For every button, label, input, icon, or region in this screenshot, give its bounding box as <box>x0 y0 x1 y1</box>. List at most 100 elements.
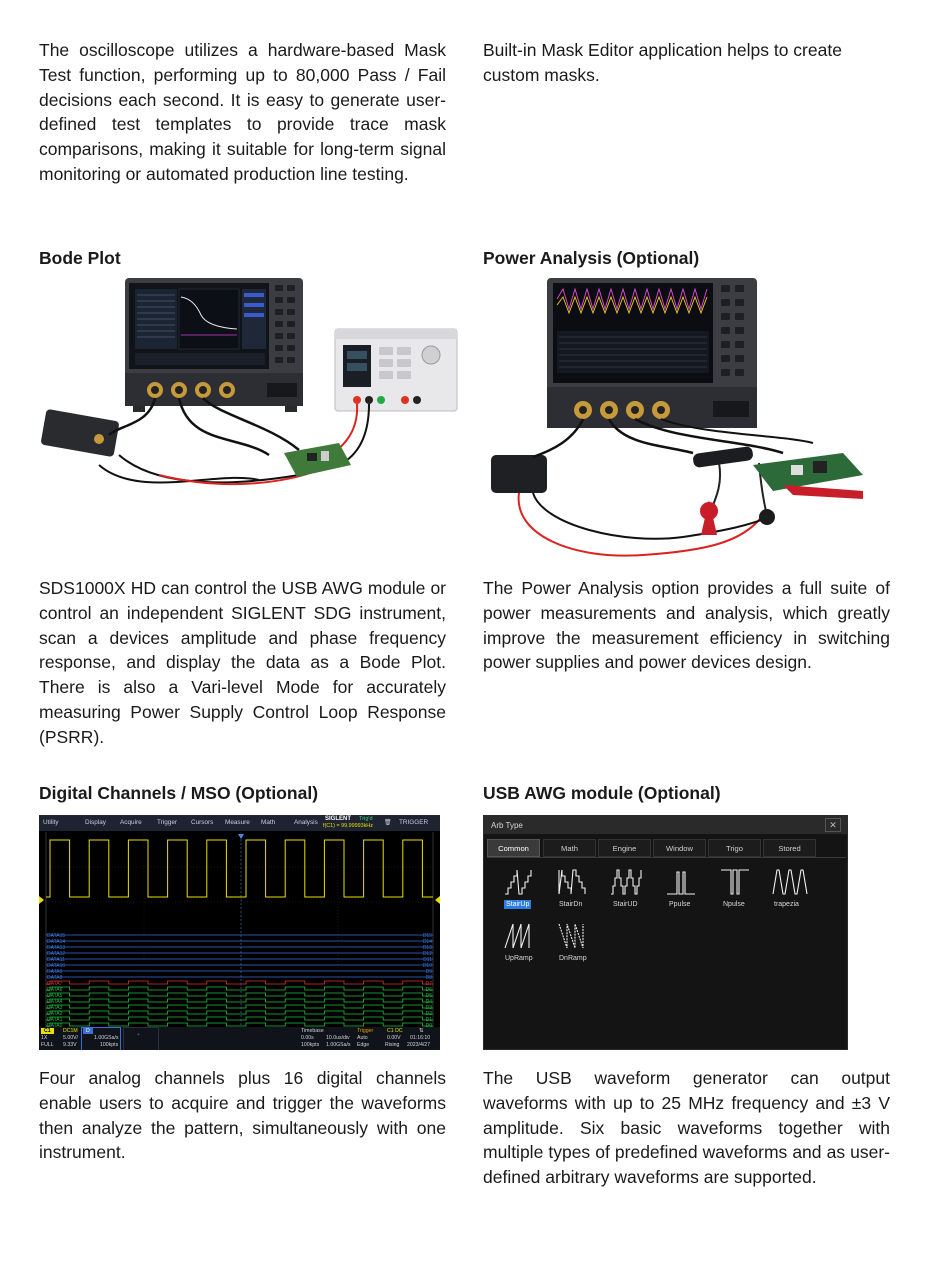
mso-section: Four analog channels plus 16 digital cha… <box>39 1066 446 1165</box>
tab-math[interactable]: Math <box>543 839 596 857</box>
bode-section: SDS1000X HD can control the USB AWG modu… <box>39 576 446 750</box>
c1-badge[interactable]: C1 <box>41 1028 54 1034</box>
bode-heading: Bode Plot <box>39 248 121 268</box>
digital-label-data11: DATA11 <box>47 957 65 963</box>
mso-toolbar: Utility Display Acquire Trigger Cursors … <box>39 815 440 831</box>
digital-label-data12: DATA12 <box>47 951 65 957</box>
digital-label-data2: DATA2 <box>47 1011 63 1017</box>
power-text: The Power Analysis option provides a ful… <box>483 578 890 673</box>
upramp-label: UpRamp <box>505 955 533 962</box>
digital-label-right-data8: D8 <box>426 975 433 981</box>
awg-text: The USB waveform generator can output wa… <box>483 1068 890 1188</box>
mso-text: Four analog channels plus 16 digital cha… <box>39 1068 446 1163</box>
power-section: The Power Analysis option provides a ful… <box>483 576 890 675</box>
dnramp-label: DnRamp <box>559 955 587 962</box>
toolbar-acquire[interactable]: Acquire <box>120 819 142 826</box>
toolbar-display[interactable]: Display <box>85 819 106 826</box>
digital-label-right-data13: D13 <box>423 945 432 951</box>
digital-trace-data5 <box>46 992 433 997</box>
digital-box[interactable]: D 1.00GSa/s 100kpts <box>81 1027 121 1050</box>
stairud-label: StairUD <box>613 901 638 908</box>
digital-label-data1: DATA1 <box>47 1017 63 1023</box>
digital-label-right-data6: D6 <box>426 987 433 993</box>
digital-label-data5: DATA5 <box>47 993 63 999</box>
npulse-label: Npulse <box>723 901 745 908</box>
trigger-slope: Rising <box>385 1042 400 1048</box>
digital-label-right-data5: D5 <box>426 993 433 999</box>
close-icon[interactable]: ✕ <box>825 818 841 832</box>
digital-label-right-data2: D2 <box>426 1011 433 1017</box>
toolbar-utility[interactable]: Utility <box>43 819 59 826</box>
awg-wave-grid: StairUp StairDn StairUD Ppulse Npulse tr… <box>487 857 846 1048</box>
power-heading: Power Analysis (Optional) <box>483 248 700 268</box>
toolbar-trigger[interactable]: Trigger <box>157 819 178 826</box>
digital-label-right-data11: D11 <box>423 957 432 963</box>
brand-label: SIGLENT <box>325 816 352 822</box>
digital-label-right-data0: D0 <box>426 1023 433 1027</box>
stairup-icon <box>505 869 532 895</box>
stairud-icon <box>611 869 642 895</box>
bode-heading-wrap: Bode Plot <box>39 247 446 269</box>
trigger-label[interactable]: TRIGGER <box>399 819 429 826</box>
trash-icon[interactable]: 🗑 <box>384 820 392 826</box>
digital-trace-data7 <box>46 980 433 985</box>
digital-label-right-data9: D9 <box>426 969 433 975</box>
digital-label-data6: DATA6 <box>47 987 63 993</box>
digital-label-data15: DATA15 <box>47 933 65 939</box>
tab-common[interactable]: Common <box>487 839 540 857</box>
toolbar-analysis[interactable]: Analysis <box>294 819 318 826</box>
wave-stairup[interactable]: StairUp <box>499 866 539 914</box>
toolbar-cursors[interactable]: Cursors <box>191 819 214 826</box>
tab-stored[interactable]: Stored <box>763 839 816 857</box>
tab-window[interactable]: Window <box>653 839 706 857</box>
trigger-level: 0.00V <box>387 1035 401 1041</box>
c1-coupling: DC1M <box>63 1028 78 1034</box>
c1-bw: FULL <box>41 1042 54 1048</box>
toolbar-measure[interactable]: Measure <box>225 819 250 826</box>
c1-probe: 1X <box>41 1035 48 1041</box>
trig-state: Trig'd <box>359 816 373 822</box>
timebase-pts: 100kpts <box>301 1042 320 1048</box>
digital-label-data14: DATA14 <box>47 939 65 945</box>
plus-icon: + <box>137 1032 141 1038</box>
power-heading-wrap: Power Analysis (Optional) <box>483 247 890 269</box>
mask-editor-text: Built-in Mask Editor application helps t… <box>483 40 842 85</box>
wave-trapezia[interactable]: trapezia <box>769 866 813 914</box>
tab-trigo[interactable]: Trigo <box>708 839 761 857</box>
freq-readout: f(C1) = 99.99993kHz <box>323 823 373 829</box>
digital-trace-data2 <box>46 1010 433 1015</box>
digital-label-data3: DATA3 <box>47 1005 63 1011</box>
awg-heading-wrap: USB AWG module (Optional) <box>483 782 890 804</box>
toolbar-math[interactable]: Math <box>261 819 276 826</box>
mso-screen: Utility Display Acquire Trigger Cursors … <box>39 815 440 1050</box>
wave-stairdn[interactable]: StairDn <box>553 866 593 914</box>
awg-section: The USB waveform generator can output wa… <box>483 1066 890 1190</box>
ppulse-icon <box>667 871 695 895</box>
digital-label-data7: DATA7 <box>47 981 63 987</box>
digital-label-data9: DATA9 <box>47 969 63 975</box>
mask-test-text: The oscilloscope utilizes a hardware-bas… <box>39 40 446 184</box>
digital-label-right-data3: D3 <box>426 1005 433 1011</box>
stairdn-label: StairDn <box>559 901 583 908</box>
digital-trace-data4 <box>46 998 433 1003</box>
wave-upramp[interactable]: UpRamp <box>499 920 539 968</box>
awg-dialog-title: Arb Type <box>491 821 523 830</box>
trigger-status-label[interactable]: Trigger <box>357 1028 374 1034</box>
wave-npulse[interactable]: Npulse <box>715 866 755 914</box>
trapezia-icon <box>772 869 808 895</box>
digital-trace-data6 <box>46 986 433 991</box>
bode-text: SDS1000X HD can control the USB AWG modu… <box>39 578 446 747</box>
digital-label-right-data10: D10 <box>423 963 432 969</box>
clock-time: 01:16:10 <box>410 1035 431 1041</box>
awg-dialog-titlebar: Arb Type ✕ <box>484 816 847 834</box>
bode-setup-image <box>39 275 461 495</box>
timebase-label[interactable]: Timebase <box>301 1028 324 1034</box>
mso-status-bar: C1 DC1M 1X 5.00V/ FULL 9.33V D 1.00GSa/s… <box>39 1027 440 1050</box>
tab-engine[interactable]: Engine <box>598 839 651 857</box>
wave-stairud[interactable]: StairUD <box>607 866 647 914</box>
add-channel-box[interactable]: + <box>123 1027 159 1050</box>
wave-ppulse[interactable]: Ppulse <box>661 866 701 914</box>
wave-dnramp[interactable]: DnRamp <box>553 920 593 968</box>
d-pts: 100kpts <box>100 1042 119 1048</box>
